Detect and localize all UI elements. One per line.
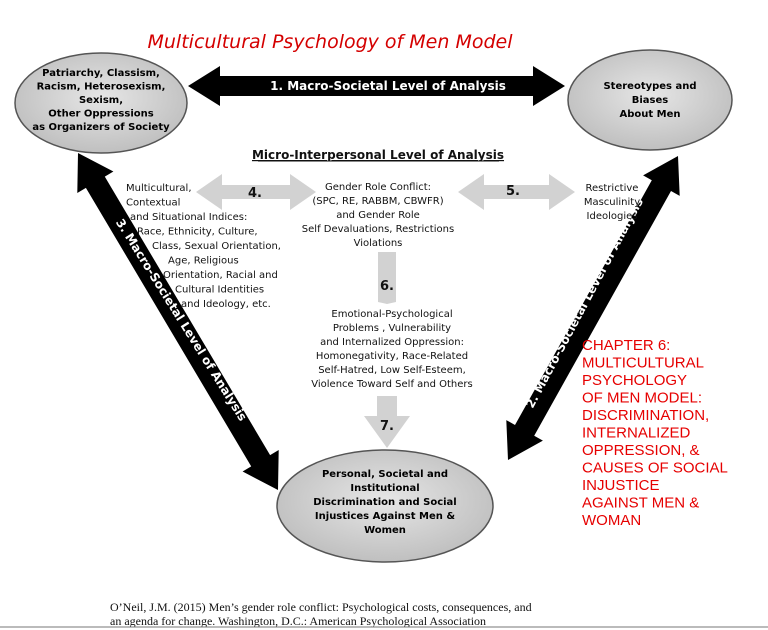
arrow-5-number: 5. <box>506 184 520 199</box>
node-stereotypes-line: Biases <box>632 95 669 106</box>
node-oppressions-text: Patriarchy, Classism, Racism, Heterosexis… <box>32 68 170 133</box>
restrictive-masculinity-line: Restrictive <box>586 183 639 194</box>
contextual-indices-line: Class, Sexual Orientation, <box>152 241 281 252</box>
node-oppressions-line: Patriarchy, Classism, <box>42 68 160 79</box>
gender-role-conflict-line: Self Devaluations, Restrictions <box>302 224 454 235</box>
arrow-1-label: 1. Macro-Societal Level of Analysis <box>270 79 506 93</box>
macro-arrow-3 <box>77 153 279 490</box>
macro-arrows-group <box>77 66 680 490</box>
macro-arrow-1 <box>188 66 565 106</box>
micro-arrows-group <box>196 174 575 448</box>
node-discrimination-text: Personal, Societal andInstitutionalDiscr… <box>313 469 456 536</box>
gender-role-conflict-line: Gender Role Conflict: <box>325 182 431 193</box>
contextual-indices-line: Age, Religious <box>168 256 239 267</box>
citation-text: O’Neil, J.M. (2015) Men’s gender role co… <box>110 600 532 628</box>
citation-line: an agenda for change. Washington, D.C.: … <box>110 614 486 628</box>
node-discrimination-line: Institutional <box>350 483 419 494</box>
node-oppressions-line: Other Oppressions <box>48 109 153 120</box>
restrictive-masculinity-line: Masculinity <box>584 197 640 208</box>
node-oppressions-line: as Organizers of Society <box>32 122 170 133</box>
gender-role-conflict-line: Violations <box>354 238 403 249</box>
chapter-caption-line: PSYCHOLOGY <box>582 372 687 389</box>
chapter-caption-line: INJUSTICE <box>582 477 660 494</box>
emotional-problems-line: Self-Hatred, Low Self-Esteem, <box>318 365 466 376</box>
macro-arrow-2 <box>506 156 680 460</box>
chapter-caption-line: MULTICULTURAL <box>582 355 704 372</box>
emotional-problems-line: Homonegativity, Race-Related <box>316 351 468 362</box>
diagram-title: Multicultural Psychology of Men Model <box>148 31 514 53</box>
arrow-4-number: 4. <box>248 186 262 201</box>
micro-level-heading: Micro-Interpersonal Level of Analysis <box>252 148 504 162</box>
node-stereotypes-line: Stereotypes and <box>603 81 696 92</box>
micro-arrow-4 <box>196 174 316 210</box>
contextual-indices-line: Orientation, Racial and <box>163 270 278 281</box>
node-discrimination-ellipse <box>276 449 494 563</box>
node-discrimination-line: Discrimination and Social <box>313 497 456 508</box>
chapter-caption-line: CHAPTER 6: <box>582 337 670 354</box>
node-discrimination-line: Injustices Against Men & <box>315 511 455 522</box>
citation-line: O’Neil, J.M. (2015) Men’s gender role co… <box>110 600 532 614</box>
contextual-indices-line: Contextual <box>126 198 180 209</box>
node-discrimination-line: Women <box>364 525 406 536</box>
contextual-indices-line: Race, Ethnicity, Culture, <box>137 227 258 238</box>
arrow-7-number: 7. <box>380 419 394 434</box>
contextual-indices-block: Multicultural, Contextual and Situational … <box>126 183 281 310</box>
chapter-caption-line: DISCRIMINATION, <box>582 407 709 424</box>
contextual-indices-line: Cultural Identities <box>175 285 264 296</box>
chapter-caption-line: OF MEN MODEL: <box>582 390 702 407</box>
chapter-caption-line: AGAINST MEN & <box>582 495 699 512</box>
chapter-caption-line: OPPRESSION, & <box>582 442 700 459</box>
restrictive-masculinity-line: Ideologies <box>587 211 638 222</box>
contextual-indices-line: Multicultural, <box>126 183 192 194</box>
micro-arrow-5 <box>458 174 575 210</box>
node-stereotypes-line: About Men <box>619 109 680 120</box>
arrow-6-number: 6. <box>380 279 394 294</box>
gender-role-conflict-block: Gender Role Conflict: (SPC, RE, RABBM, CB… <box>302 182 454 249</box>
emotional-problems-line: Problems , Vulnerability <box>333 323 451 334</box>
node-oppressions-ellipse <box>14 52 188 154</box>
node-stereotypes-ellipse <box>567 49 733 151</box>
gender-role-conflict-line: and Gender Role <box>336 210 420 221</box>
chapter-caption-line: INTERNALIZED <box>582 425 691 442</box>
contextual-indices-line: and Situational Indices: <box>130 212 247 223</box>
micro-arrow-6-shaft <box>378 252 396 304</box>
gender-role-conflict-line: (SPC, RE, RABBM, CBWFR) <box>312 196 443 207</box>
emotional-problems-line: Violence Toward Self and Others <box>311 379 472 390</box>
contextual-indices-line: and Ideology, etc. <box>181 299 271 310</box>
node-oppressions-line: Racism, Heterosexism, <box>37 82 166 93</box>
emotional-problems-line: Emotional-Psychological <box>331 309 452 320</box>
node-oppressions-line: Sexism, <box>79 95 123 106</box>
chapter-caption-line: WOMAN <box>582 512 641 529</box>
emotional-problems-line: and Internalized Oppression: <box>320 337 464 348</box>
node-discrimination-line: Personal, Societal and <box>322 469 448 480</box>
chapter-caption-line: CAUSES OF SOCIAL <box>582 460 728 477</box>
micro-arrow-7 <box>364 396 410 448</box>
